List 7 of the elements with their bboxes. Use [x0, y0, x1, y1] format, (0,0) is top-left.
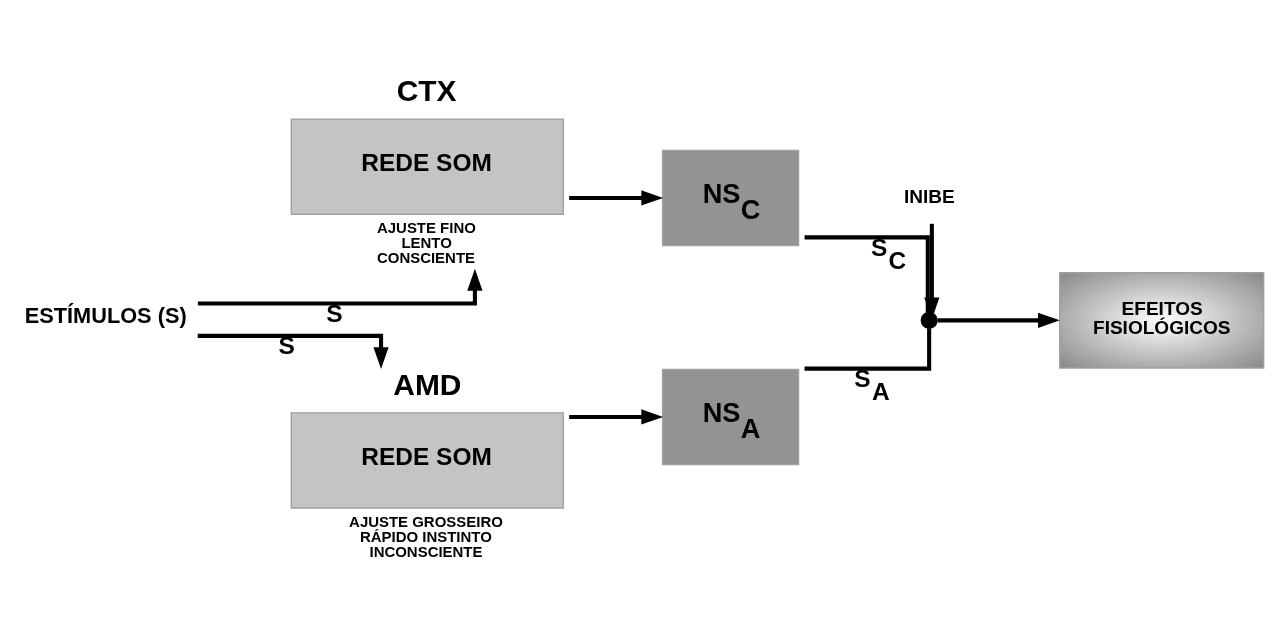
node-label: AJUSTE FINO LENTO CONSCIENTE — [376, 219, 476, 266]
node-text: ESTÍMULOS (S) — [24, 302, 187, 328]
node-label: AJUSTE GROSSEIRO RÁPIDO INSTINTO INCONSCIENTE — [349, 512, 503, 560]
node-label: CTX — [396, 73, 457, 107]
node-label: AMD — [393, 367, 462, 401]
node-text: INIBE — [903, 185, 955, 207]
edge-label: S — [326, 299, 343, 327]
